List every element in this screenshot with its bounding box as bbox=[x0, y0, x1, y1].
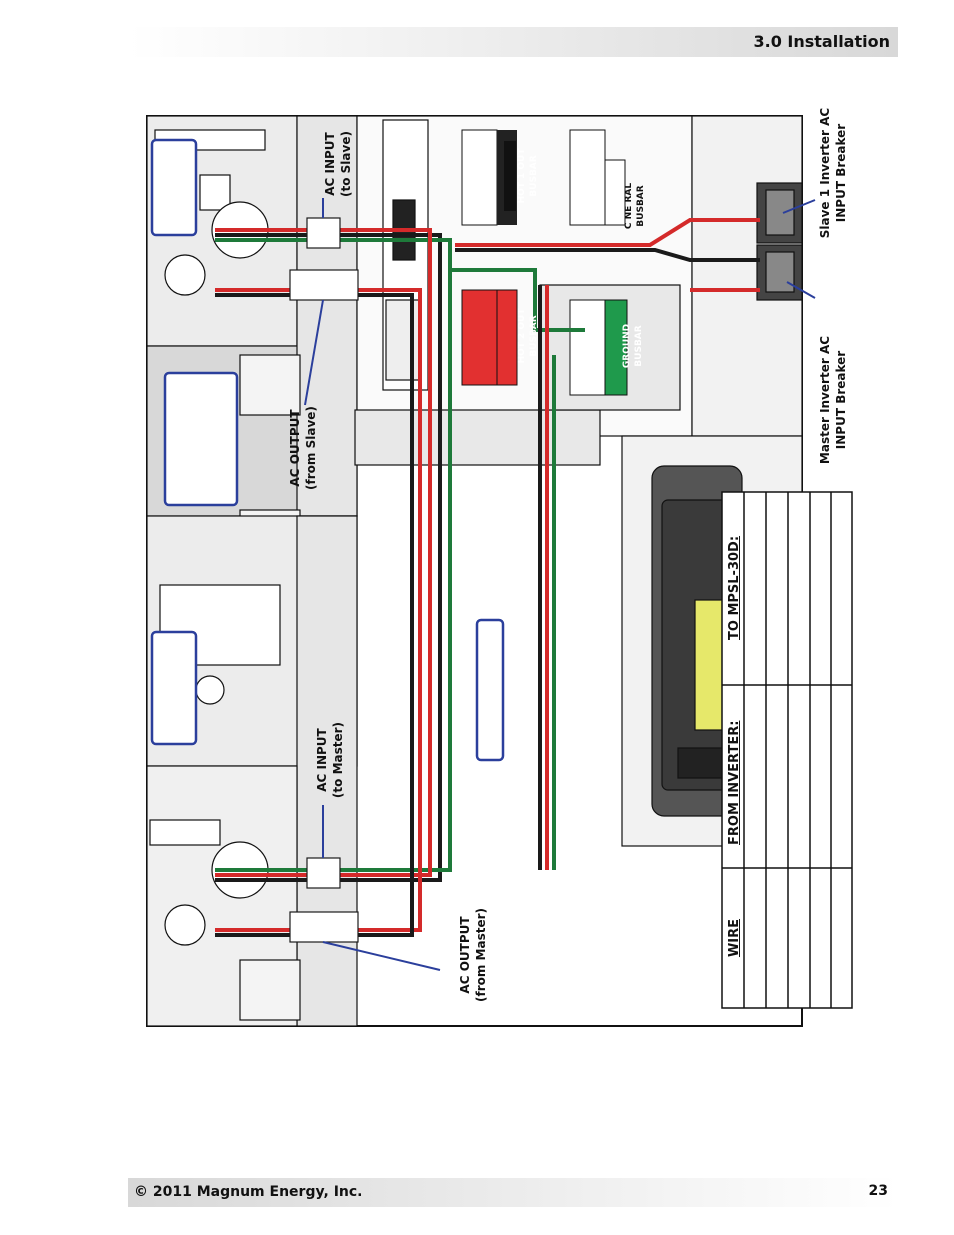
pointer-lines bbox=[304, 198, 816, 971]
hot2-busbar-label: HOT 2 OUT BUSBAR bbox=[517, 308, 539, 364]
wire-table bbox=[721, 491, 853, 1009]
hot2-busbar bbox=[461, 289, 518, 386]
neutral-busbar-label: C NE RAL BUSBAR bbox=[624, 182, 646, 230]
label-ac-input-slave: AC INPUT (to Slave) bbox=[323, 131, 353, 197]
label-ac-input-master: AC INPUT (to Master) bbox=[315, 721, 345, 799]
wire-table-header-from: FROM INVERTER: bbox=[727, 720, 742, 845]
section-title: 3.0 Installation bbox=[753, 32, 890, 51]
label-master-breaker: Master Inverter AC INPUT Breaker bbox=[818, 335, 848, 465]
breakers bbox=[756, 182, 803, 301]
label-ac-output-slave: AC OUTPUT (from Slave) bbox=[288, 406, 318, 490]
remote-display bbox=[651, 465, 743, 817]
hot1-busbar-label: HOT 1 OUT BUSBAR bbox=[504, 141, 539, 211]
wire-table-header-to: TO MPSL-30D: bbox=[727, 535, 742, 640]
copyright: © 2011 Magnum Energy, Inc. bbox=[134, 1184, 363, 1200]
label-slave-breaker: Slave 1 Inverter AC INPUT Breaker bbox=[818, 107, 848, 239]
footer-bar: © 2011 Magnum Energy, Inc. 23 bbox=[128, 1178, 898, 1207]
ground-busbar bbox=[569, 299, 628, 396]
label-ac-output-master: AC OUTPUT (from Master) bbox=[458, 908, 488, 1003]
page-number: 23 bbox=[868, 1183, 888, 1199]
wire-table-header-wire: WIRE bbox=[727, 918, 742, 958]
header-bar: 3.0 Installation bbox=[128, 27, 898, 57]
ground-busbar-label: GROUND BUSBAR bbox=[622, 323, 644, 369]
neutral-busbar bbox=[569, 129, 626, 226]
